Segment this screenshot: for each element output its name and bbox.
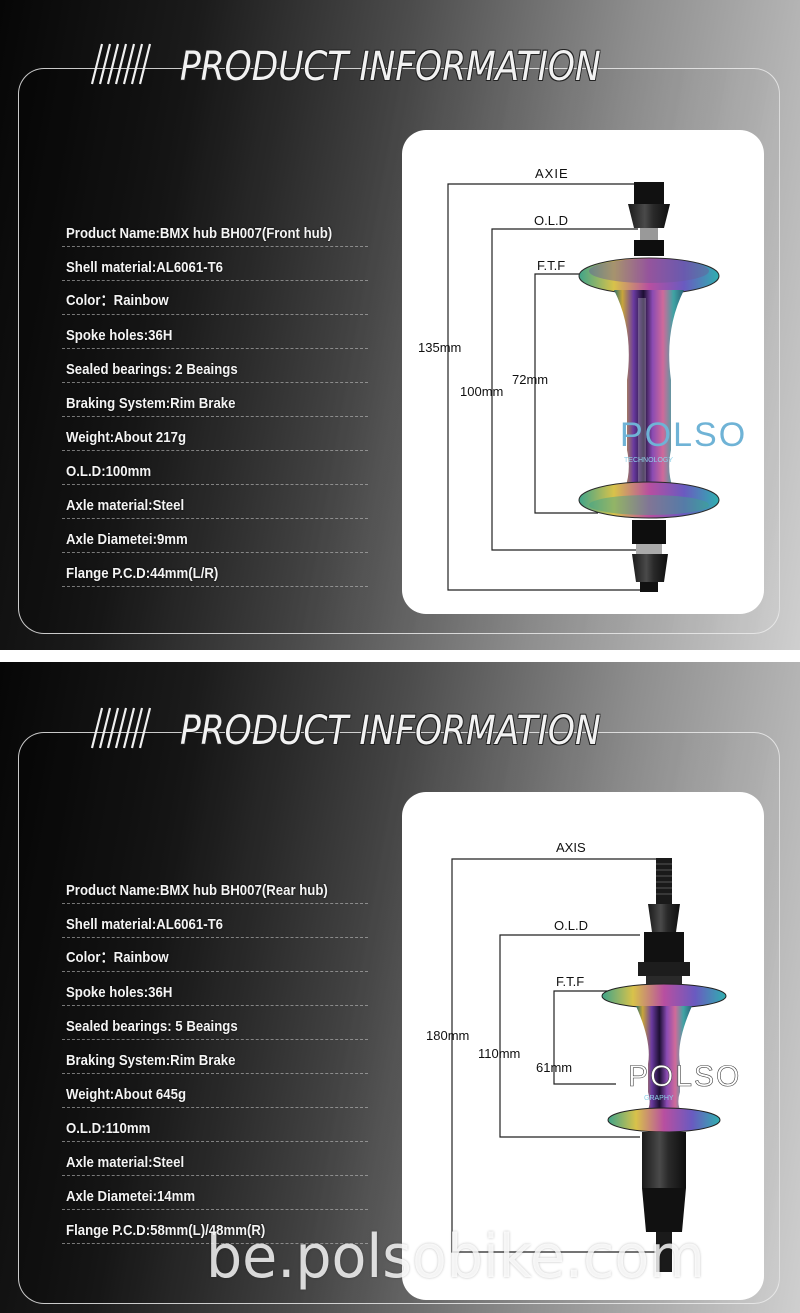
- hub-brand-subtext: TECHNOLOGY: [624, 457, 673, 464]
- hub-brand-subtext: GRAPHY: [644, 1095, 674, 1102]
- old-dimension-line: [499, 934, 640, 1138]
- old-label: O.L.D: [534, 213, 568, 228]
- spec-flange-pcd: Flange P.C.D:44mm(L/R): [62, 553, 368, 587]
- spec-shell-material: Shell material:AL6061-T6: [62, 247, 368, 281]
- bottom-flange: [578, 481, 720, 519]
- hub-shell: [614, 290, 684, 508]
- top-flange: [601, 983, 727, 1009]
- washer-top: [640, 228, 658, 240]
- axle-end-top: [634, 182, 664, 204]
- locknut-bottom: [642, 1188, 686, 1232]
- hub-brand-text: POLSO: [620, 416, 747, 454]
- old-length-label: 110mm: [478, 1046, 521, 1061]
- site-watermark: be.polsobike.com: [206, 1222, 705, 1292]
- spec-sealed-bearings: Sealed bearings: 5 Beaings: [62, 1006, 368, 1040]
- spec-flange-pcd: Flange P.C.D:58mm(L)/48mm(R): [62, 1210, 368, 1244]
- spec-color: Color：Rainbow: [62, 938, 368, 972]
- spec-product-name: Product Name:BMX hub BH007(Rear hub): [62, 870, 368, 904]
- driver-body: [644, 932, 684, 962]
- ftf-label: F.T.F: [537, 258, 566, 273]
- ftf-length-label: 72mm: [512, 372, 549, 387]
- spec-shell-material: Shell material:AL6061-T6: [62, 904, 368, 938]
- hub-diagram-card: POLSO TECHNOLOGY AXIE O.L.D F.T.F 135mm …: [402, 130, 764, 614]
- axle-dimension-line: [451, 858, 664, 1253]
- front-hub-diagram: POLSO TECHNOLOGY: [447, 182, 747, 592]
- section-divider: [0, 650, 800, 662]
- axle-length-label: 135mm: [418, 340, 462, 355]
- bearing-cap-bottom: [642, 1132, 686, 1188]
- axle-thread-bottom: [656, 1232, 672, 1272]
- locknut-top: [648, 904, 680, 932]
- spec-list: Product Name:BMX hub BH007(Front hub) Sh…: [62, 213, 368, 587]
- spec-list: Product Name:BMX hub BH007(Rear hub) She…: [62, 870, 368, 1244]
- bearing-cap-bottom: [632, 520, 666, 544]
- spec-braking-system: Braking System:Rim Brake: [62, 383, 368, 417]
- header-stripes-icon: [90, 43, 152, 85]
- ftf-length-label: 61mm: [536, 1060, 573, 1075]
- spec-axle-material: Axle material:Steel: [62, 1142, 368, 1176]
- front-hub-section: PRODUCT INFORMATION Product Name:BMX hub…: [0, 0, 800, 650]
- axle-thread-top: [656, 858, 672, 904]
- spec-old: O.L.D:110mm: [62, 1108, 368, 1142]
- old-dimension-line: [491, 228, 638, 551]
- spec-axle-diameter: Axle Diametei:14mm: [62, 1176, 368, 1210]
- bottom-flange: [607, 1107, 721, 1133]
- section-title: PRODUCT INFORMATION: [180, 708, 601, 754]
- bearing-cap-top: [634, 240, 664, 256]
- axle-dimension-line: [447, 183, 656, 591]
- spec-weight: Weight:About 217g: [62, 417, 368, 451]
- hub-brand-text: POLSO: [628, 1060, 741, 1093]
- washer-bottom: [636, 544, 662, 554]
- spec-axle-material: Axle material:Steel: [62, 485, 368, 519]
- section-title: PRODUCT INFORMATION: [180, 44, 601, 90]
- spec-old: O.L.D:100mm: [62, 451, 368, 485]
- axle-length-label: 180mm: [426, 1028, 470, 1043]
- ftf-label: F.T.F: [556, 974, 585, 989]
- locknut-bottom: [632, 554, 668, 582]
- axle-label: AXIS: [556, 840, 586, 855]
- spec-sealed-bearings: Sealed bearings: 2 Beaings: [62, 349, 368, 383]
- driver-cog: [638, 962, 690, 976]
- ftf-dimension-line: [553, 990, 616, 1085]
- old-label: O.L.D: [554, 918, 588, 933]
- old-length-label: 100mm: [460, 384, 504, 399]
- spec-braking-system: Braking System:Rim Brake: [62, 1040, 368, 1074]
- rear-hub-diagram: POLSO GRAPHY: [451, 858, 741, 1272]
- hub-shell: [636, 1006, 692, 1122]
- axle-label: AXIE: [535, 166, 569, 181]
- locknut-top: [628, 204, 670, 228]
- ftf-dimension-line: [534, 273, 598, 514]
- spec-spoke-holes: Spoke holes:36H: [62, 315, 368, 349]
- spec-spoke-holes: Spoke holes:36H: [62, 972, 368, 1006]
- header-stripes-icon: [90, 707, 152, 749]
- spec-axle-diameter: Axle Diametei:9mm: [62, 519, 368, 553]
- hub-diagram-card: POLSO GRAPHY AXIS O.L.D F.T.F 180mm 110m…: [402, 792, 764, 1300]
- spec-weight: Weight:About 645g: [62, 1074, 368, 1108]
- spec-product-name: Product Name:BMX hub BH007(Front hub): [62, 213, 368, 247]
- axle-end-bottom: [640, 582, 658, 592]
- rear-hub-section: PRODUCT INFORMATION Product Name:BMX hub…: [0, 662, 800, 1313]
- spec-color: Color：Rainbow: [62, 281, 368, 315]
